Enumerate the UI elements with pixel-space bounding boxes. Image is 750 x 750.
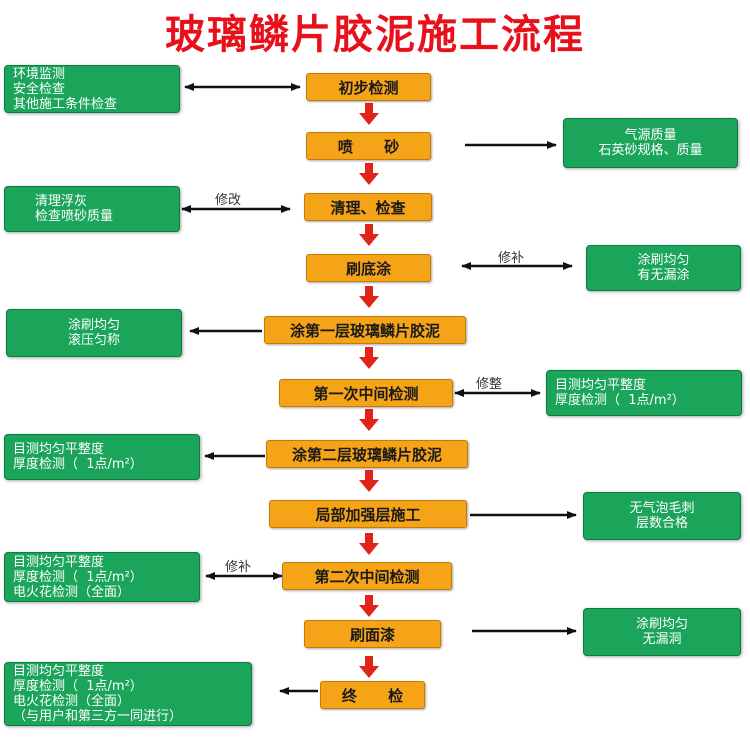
note-line: 目测均匀平整度 (13, 664, 105, 679)
down-arrow (359, 656, 379, 678)
step-topcoat: 刷面漆 (304, 620, 441, 648)
note-layer1: 涂刷均匀 滚压匀称 (6, 309, 182, 357)
note-line: 涂刷均匀 (67, 318, 120, 333)
note-line: 环境监测 (13, 66, 66, 82)
note-line: 涂刷均匀 (635, 617, 688, 632)
step-final-inspection: 终 检 (320, 681, 425, 709)
note-initial: 环境监测 安全检查 其他施工条件检查 (4, 65, 180, 113)
note-line: 厚度检测（ 1点/m²） (13, 679, 143, 694)
note-mid2: 目测均匀平整度 厚度检测（ 1点/m²） 电火花检测（全面） (4, 552, 200, 602)
down-arrow (359, 347, 379, 369)
note-line: 目测均匀平整度 (555, 378, 647, 393)
step-reinforcement: 局部加强层施工 (269, 500, 467, 528)
step-first-layer: 涂第一层玻璃鳞片胶泥 (264, 316, 466, 344)
note-layer2: 目测均匀平整度 厚度检测（ 1点/m²） (4, 434, 200, 480)
step-second-layer: 涂第二层玻璃鳞片胶泥 (266, 440, 468, 468)
down-arrow (359, 470, 379, 492)
step-first-mid-inspection: 第一次中间检测 (279, 379, 453, 407)
label-primer-repair: 修补 (498, 251, 525, 266)
note-line: 滚压匀称 (67, 333, 120, 348)
step-primer: 刷底涂 (306, 254, 431, 282)
note-line: 其他施工条件检查 (13, 96, 118, 112)
note-line: 有无漏涂 (637, 268, 690, 283)
note-clean: 清理浮灰 检查喷砂质量 (4, 186, 180, 232)
note-line: 厚度检测（ 1点/m²） (555, 393, 685, 408)
label-clean-revise: 修改 (215, 193, 242, 208)
down-arrow (359, 163, 379, 185)
note-line: 涂刷均匀 (637, 253, 690, 268)
down-arrow (359, 533, 379, 555)
note-line: 安全检查 (13, 81, 66, 97)
step-second-mid-inspection: 第二次中间检测 (282, 562, 452, 590)
note-line: 电火花检测（全面） (13, 694, 131, 709)
note-line: 目测均匀平整度 (13, 442, 105, 457)
note-line: 厚度检测（ 1点/m²） (13, 457, 143, 472)
note-primer: 涂刷均匀 有无漏涂 (586, 245, 741, 291)
step-clean-check: 清理、检查 (304, 193, 432, 221)
step-initial-inspection: 初步检测 (306, 73, 431, 101)
note-line: 目测均匀平整度 (13, 554, 105, 570)
note-final: 目测均匀平整度 厚度检测（ 1点/m²） 电火花检测（全面） （与用户和第三方一… (4, 662, 252, 726)
down-arrow (359, 103, 379, 125)
label-mid2-repair: 修补 (225, 560, 252, 575)
page-title: 玻璃鳞片胶泥施工流程 (165, 11, 585, 58)
note-line: 无气泡毛刺 (629, 501, 695, 516)
down-arrow (359, 224, 379, 246)
down-arrow (359, 286, 379, 308)
note-line: 电火花检测（全面） (13, 584, 131, 600)
note-line: 厚度检测（ 1点/m²） (13, 569, 143, 585)
note-mid1: 目测均匀平整度 厚度检测（ 1点/m²） (546, 370, 742, 416)
note-line: （与用户和第三方一同进行） (13, 709, 183, 724)
note-line: 石英砂规格、质量 (598, 143, 703, 158)
note-line: 气源质量 (624, 128, 677, 143)
note-line: 层数合格 (635, 516, 688, 531)
label-mid1-adjust: 修整 (476, 377, 503, 392)
down-arrow (359, 595, 379, 617)
note-topcoat: 涂刷均匀 无漏洞 (583, 608, 741, 656)
down-arrows (359, 103, 379, 678)
note-line: 无漏洞 (642, 632, 682, 647)
note-sandblast: 气源质量 石英砂规格、质量 (563, 118, 738, 168)
note-line: 清理浮灰 (35, 194, 88, 209)
note-reinforce: 无气泡毛刺 层数合格 (583, 492, 741, 540)
down-arrow (359, 409, 379, 431)
note-line: 检查喷砂质量 (35, 209, 114, 224)
step-sandblast: 喷 砂 (306, 132, 431, 160)
